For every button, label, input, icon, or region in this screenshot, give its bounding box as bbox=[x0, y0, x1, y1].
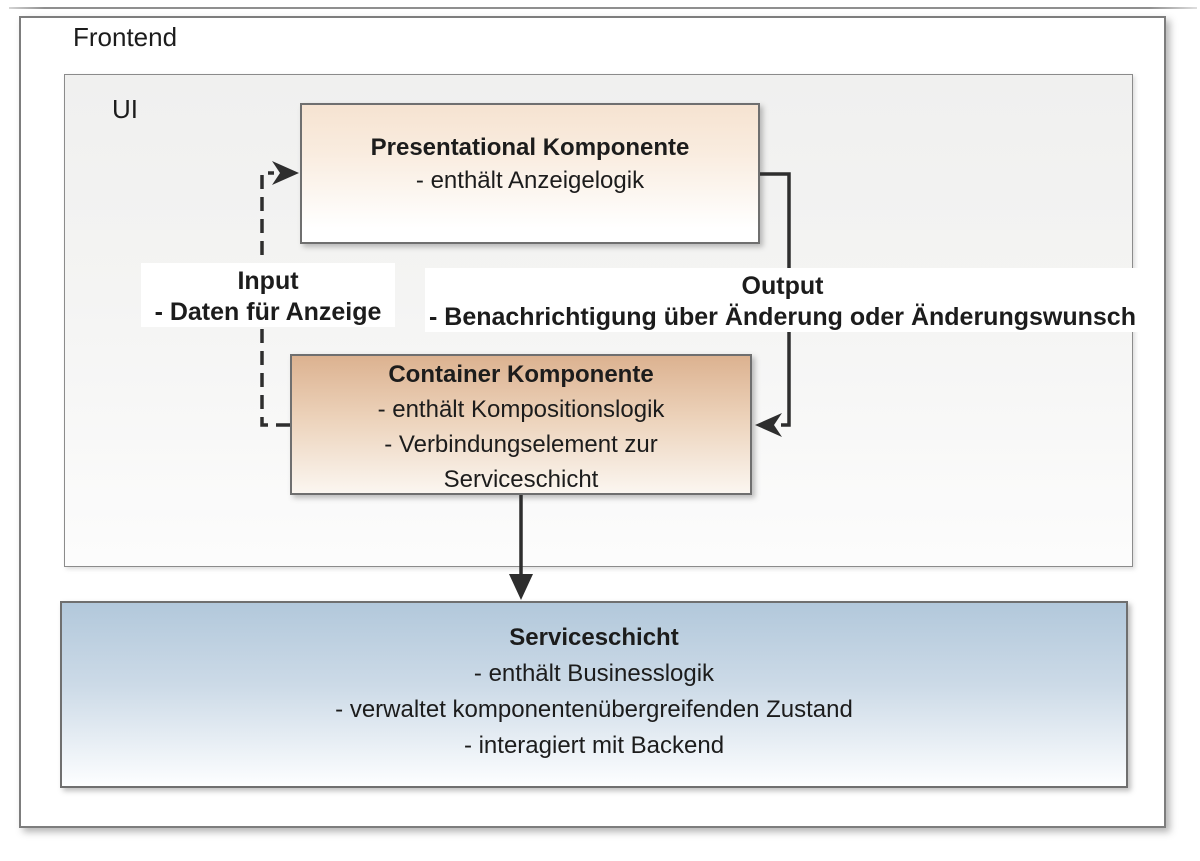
output-flow-detail: - Benachrichtigung über Änderung oder Än… bbox=[429, 303, 1136, 331]
presentational-component-title: Presentational Komponente bbox=[370, 134, 690, 161]
frontend-group-label: Frontend bbox=[73, 22, 178, 52]
container-component-line: - Verbindungselement zur bbox=[384, 431, 658, 458]
presentational-component-box: Presentational Komponente - enthält Anze… bbox=[300, 103, 760, 244]
input-flow-label: Input - Daten für Anzeige bbox=[141, 263, 395, 327]
service-layer-line: - verwaltet komponentenübergreifenden Zu… bbox=[335, 696, 853, 723]
service-layer-box: Serviceschicht - enthält Businesslogik -… bbox=[60, 601, 1128, 788]
input-flow-title: Input bbox=[237, 267, 299, 295]
ui-group-label: UI bbox=[112, 94, 138, 124]
input-flow-detail: - Daten für Anzeige bbox=[154, 298, 382, 326]
container-component-title: Container Komponente bbox=[388, 361, 654, 388]
container-component-box: Container Komponente - enthält Kompositi… bbox=[290, 354, 752, 495]
container-component-line: Serviceschicht bbox=[443, 466, 599, 493]
container-component-line: - enthält Kompositionslogik bbox=[377, 396, 665, 423]
output-flow-title: Output bbox=[741, 272, 824, 300]
output-flow-label: Output - Benachrichtigung über Änderung … bbox=[425, 268, 1140, 332]
presentational-component-line: - enthält Anzeigelogik bbox=[415, 167, 645, 194]
service-layer-line: - interagiert mit Backend bbox=[463, 732, 725, 759]
service-layer-title: Serviceschicht bbox=[509, 624, 679, 651]
page-top-rule bbox=[9, 7, 1197, 9]
service-layer-line: - enthält Businesslogik bbox=[473, 660, 715, 687]
